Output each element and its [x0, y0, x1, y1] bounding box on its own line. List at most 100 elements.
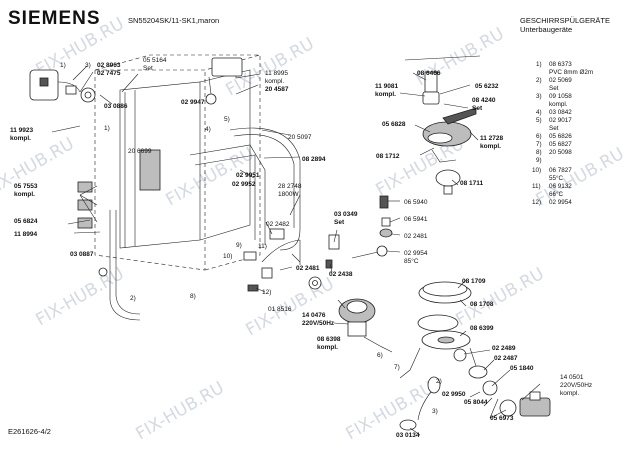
callout: 4) — [205, 126, 211, 133]
legend-num: 10) — [532, 167, 541, 174]
callout: 8) — [190, 293, 196, 300]
legend-text: PVC 8mm Ø2m — [549, 69, 593, 76]
part-label: kompl. — [317, 344, 338, 351]
legend-text: 02 5069 — [549, 77, 572, 84]
part-label: 02 9954 — [404, 250, 428, 257]
part-label: 02 9947 — [181, 99, 205, 106]
callout: 2) — [130, 295, 136, 302]
part-label: kompl. — [14, 191, 35, 198]
part-label: 05 1840 — [510, 365, 534, 372]
part-label: 02 2438 — [329, 271, 353, 278]
part-label: 05 6973 — [490, 415, 514, 422]
part-label: 11 8995 — [265, 70, 288, 77]
legend-text: Set — [549, 85, 559, 92]
part-label: 11 2728 — [480, 135, 504, 142]
part-label: 05 6824 — [14, 218, 38, 225]
part-label: 01 8516 — [268, 306, 292, 313]
part-label: 05 7553 — [14, 183, 38, 190]
legend-num: 9) — [536, 157, 542, 164]
callout: 2) — [436, 378, 442, 385]
part-label: kompl. — [10, 135, 31, 142]
part-label: 20 6699 — [128, 148, 152, 155]
part-label: 20 5097 — [288, 134, 312, 141]
leader-lines — [51, 65, 541, 436]
legend-num: 11) — [532, 183, 541, 190]
legend-text: kompl. — [549, 101, 568, 108]
part-label: 28 2748 — [278, 183, 302, 190]
part-label: 05 5164 — [143, 57, 167, 64]
fixture-clip — [77, 217, 93, 229]
callout: 6) — [377, 352, 383, 359]
fixture-clip — [77, 199, 93, 211]
watermark: FIX-HUB.RU — [343, 378, 438, 444]
part-label: 03 0134 — [396, 432, 420, 439]
part-label: Set — [334, 219, 345, 226]
legend-num: 4) — [536, 109, 542, 116]
part-label: 02 2489 — [492, 345, 516, 352]
drain-pump — [399, 348, 551, 431]
upper-spray-arm — [404, 55, 481, 195]
part-label: 02 9951 — [236, 172, 260, 179]
legend-text: 20 5098 — [549, 149, 572, 156]
circulation-pump — [308, 276, 393, 353]
legend-text: 03 0842 — [549, 109, 572, 116]
legend-text: 08 6373 — [549, 61, 572, 68]
part-label: 08 1709 — [462, 278, 486, 285]
watermark: FIX-HUB.RU — [133, 378, 228, 444]
legend-num: 6) — [536, 133, 542, 140]
part-label: 02 2481 — [296, 265, 320, 272]
side-panel — [139, 149, 161, 191]
part-label: 02 7475 — [97, 70, 121, 77]
part-label: Set — [143, 65, 153, 72]
part-label: 14 0501 — [560, 374, 584, 381]
part-label: 1800W — [278, 191, 299, 198]
model-number: SN55204SK/11-SK1,maron — [128, 16, 220, 25]
callout-numbers: 1) 3) 4) 5) 1) 10) 11) 9) 12) 8) 2) 6) 7… — [60, 62, 442, 415]
callout: 12) — [262, 289, 271, 296]
sensor-parts — [351, 195, 393, 259]
legend-num: 7) — [536, 141, 542, 148]
part-label: 11 8994 — [14, 231, 38, 238]
legend-text: 06 9132 — [549, 183, 572, 190]
spray-arm-pipe — [205, 57, 261, 105]
part-label: 02 2487 — [494, 355, 518, 362]
fixture-clip — [77, 181, 93, 193]
part-label: 03 0886 — [104, 103, 128, 110]
legend-num: 2) — [536, 77, 542, 84]
document-id: E261626-4/2 — [8, 427, 51, 436]
part-label: 85°C — [404, 257, 419, 265]
dishwasher-tub — [94, 54, 266, 271]
part-label: 05 6828 — [382, 121, 406, 128]
callout: 5) — [224, 116, 230, 123]
nozzle-part — [205, 93, 217, 105]
part-label: 02 8963 — [97, 62, 121, 69]
brand-logo: SIEMENS — [8, 8, 101, 29]
appliance-subcategory: Unterbaugeräte — [520, 25, 573, 34]
watermark: FIX-HUB.RU — [33, 264, 128, 330]
part-label: 02 2481 — [404, 233, 428, 240]
part-label: 08 1712 — [376, 153, 400, 160]
legend-num: 1) — [536, 61, 542, 68]
callout: 1) — [60, 62, 66, 69]
part-label: 220V/50Hz — [302, 320, 335, 327]
part-label: kompl. — [480, 143, 501, 150]
part-label: 02 9952 — [232, 181, 256, 188]
legend-text: 02 9954 — [549, 199, 572, 206]
part-label: 05 8044 — [464, 399, 488, 406]
inlet-assembly — [29, 69, 141, 321]
callout: 10) — [223, 253, 232, 260]
callout: 7) — [394, 364, 400, 371]
heating-element — [229, 127, 301, 251]
part-label: 20 4587 — [265, 86, 289, 93]
part-label: 03 0349 — [334, 211, 358, 218]
watermark-layer: FIX-HUB.RU FIX-HUB.RU FIX-HUB.RU FIX-HUB… — [0, 14, 628, 444]
part-label: 02 9950 — [442, 391, 466, 398]
legend-text: 05 6826 — [549, 133, 572, 140]
callout: 9) — [236, 242, 242, 249]
part-label: 11 9081 — [375, 83, 399, 90]
part-label: 08 2894 — [302, 156, 326, 163]
callout: 11) — [258, 243, 267, 250]
legend-text: 66°C — [549, 190, 564, 198]
legend-num: 5) — [536, 117, 542, 124]
